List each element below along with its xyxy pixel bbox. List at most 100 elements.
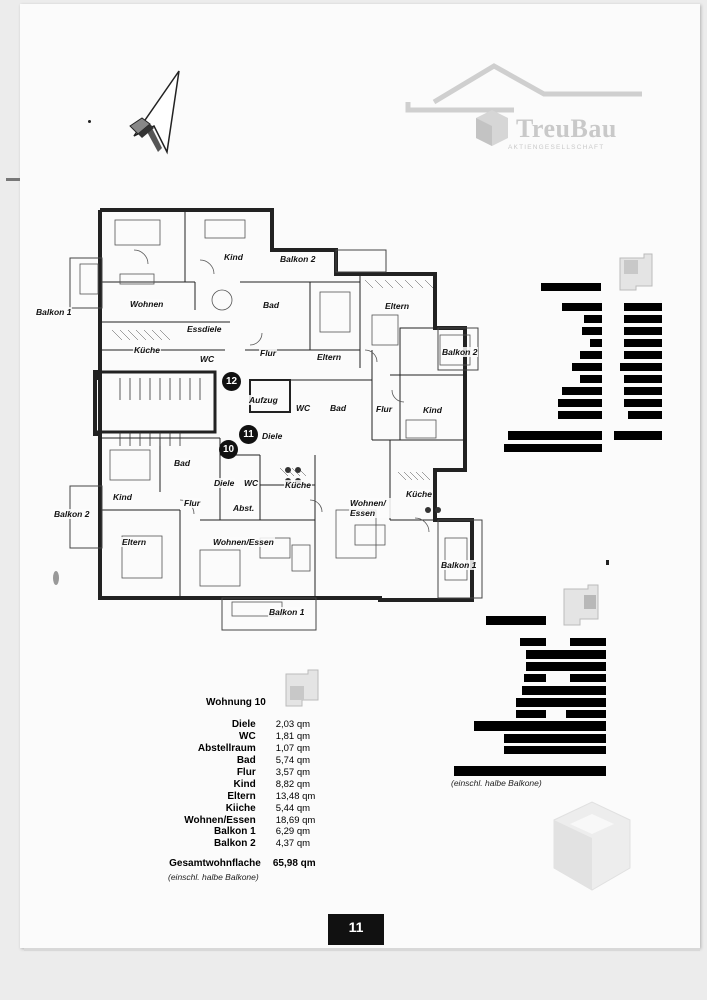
room-area: 13,48 qm (275, 790, 316, 802)
label-wc-mid: WC (295, 403, 312, 413)
room-row: WC 1,81 qm (140, 731, 340, 743)
label-bad-mid: Bad (329, 403, 348, 413)
label-balkon2-right: Balkon 2 (441, 347, 479, 357)
margin-mark (6, 178, 20, 181)
room-area: 5,74 qm (275, 755, 311, 767)
label-kind-top: Kind (223, 252, 244, 262)
label-eltern-top-right: Eltern (384, 301, 411, 311)
redaction-bar (541, 283, 601, 291)
label-balkon2-top: Balkon 2 (279, 254, 317, 264)
redaction-bar (614, 431, 662, 440)
redaction-bar (516, 710, 546, 718)
label-eltern-bottom: Eltern (121, 537, 148, 547)
room-name: Flur (236, 767, 256, 778)
redaction-bar (454, 766, 606, 776)
redaction-bar (624, 327, 662, 335)
redaction-bar (624, 315, 662, 323)
label-wc-top: WC (199, 354, 216, 364)
redaction-bar (570, 674, 606, 682)
redaction-bar (474, 721, 606, 731)
label-kueche-bottom-mid: Küche (284, 480, 312, 490)
unit-marker-10: 10 (219, 440, 238, 459)
room-name: Abstellraum (197, 743, 256, 755)
label-balkon1-bottom: Balkon 1 (268, 607, 306, 617)
treubau-logo-icon (405, 63, 642, 146)
room-row: Balkon 2 4,37 qm (140, 838, 340, 850)
label-diele-11: Diele (261, 431, 284, 441)
label-eltern-mid: Eltern (316, 352, 343, 362)
redaction-bar (624, 387, 662, 395)
label-bad-top: Bad (262, 300, 281, 310)
room-name: Kiiche (225, 802, 256, 814)
room-name: Bad (236, 755, 256, 767)
label-flur-top: Flur (259, 348, 278, 358)
redaction-bar (624, 303, 662, 311)
room-area: 1,07 qm (275, 743, 311, 755)
room-name: Kind (233, 778, 256, 790)
total-area-label: Gesamtwohnflache (169, 858, 261, 869)
room-area: 5,44 qm (275, 802, 311, 814)
redaction-bar (522, 686, 606, 695)
label-flur-mid-right: Flur (375, 404, 394, 414)
right-unit-note: (einschl. halbe Balkone) (451, 778, 542, 788)
room-row: Eltern 13,48 qm (140, 790, 340, 802)
dot-mark (606, 560, 609, 565)
room-name: Balkon 2 (214, 838, 256, 850)
label-flur-bottom: Flur (183, 498, 202, 508)
label-diele-10: Diele (213, 478, 236, 488)
key-plan-thumbnail-bottom-icon (285, 669, 319, 707)
label-wohnen-essen-bottom: Wohnen/Essen (212, 537, 275, 547)
redaction-bar (520, 638, 546, 646)
redaction-bar (524, 674, 546, 682)
redaction-bar (508, 431, 602, 440)
redaction-bar (590, 339, 602, 347)
room-row: Balkon 1 6,29 qm (140, 826, 340, 838)
label-aufzug: Aufzug (248, 395, 279, 405)
room-row: Kiiche 5,44 qm (140, 802, 340, 814)
room-row: Diele 2,03 qm (140, 719, 340, 731)
redaction-bar (562, 303, 602, 311)
room-area: 2,03 qm (275, 719, 311, 731)
room-row: Bad 5,74 qm (140, 755, 340, 767)
room-area: 8,82 qm (275, 778, 311, 790)
label-balkon2-bottom-left: Balkon 2 (53, 509, 91, 519)
redaction-bar (504, 734, 606, 743)
label-balkon1-top: Balkon 1 (35, 307, 73, 317)
redaction-bar (624, 399, 662, 407)
room-name: Balkon 1 (214, 826, 256, 838)
room-area: 6,29 qm (275, 826, 311, 838)
room-name: WC (239, 731, 256, 743)
redaction-bar (570, 638, 606, 646)
room-name: Diele (231, 719, 256, 731)
watermark-cube-icon (553, 801, 631, 891)
label-balkon1-right: Balkon 1 (440, 560, 478, 570)
room-area: 1,81 qm (275, 731, 311, 743)
label-essdiele: Essdiele (186, 324, 223, 334)
logo-subtitle: AKTIENGESELLSCHAFT (508, 144, 605, 151)
label-wc-bottom: WC (243, 478, 260, 488)
page-number-box (328, 914, 384, 945)
punch-hole-mark (53, 571, 59, 585)
total-area-value: 65,98 qm (272, 858, 316, 869)
room-area: 4,37 qm (275, 838, 311, 850)
label-kind-bottom-left: Kind (112, 492, 133, 502)
floor-plan (69, 208, 483, 631)
redaction-bar (566, 710, 606, 718)
key-plan-thumbnail-mid-icon (563, 584, 599, 626)
unit-marker-12: 12 (222, 372, 241, 391)
redaction-bar (526, 662, 606, 671)
redaction-bar (580, 375, 602, 383)
redaction-bar (624, 375, 662, 383)
room-row: Kind 8,82 qm (140, 778, 340, 790)
room-area: 3,57 qm (275, 767, 311, 778)
room-name: Eltern (227, 790, 256, 802)
dot-mark (88, 120, 91, 123)
redaction-bar (516, 698, 606, 707)
room-name: Wohnen/Essen (184, 814, 256, 826)
label-kind-mid-right: Kind (422, 405, 443, 415)
redaction-bar (486, 616, 546, 625)
redaction-bar (584, 315, 602, 323)
logo-name: TreuBau (516, 114, 617, 143)
redaction-bar (558, 399, 602, 407)
